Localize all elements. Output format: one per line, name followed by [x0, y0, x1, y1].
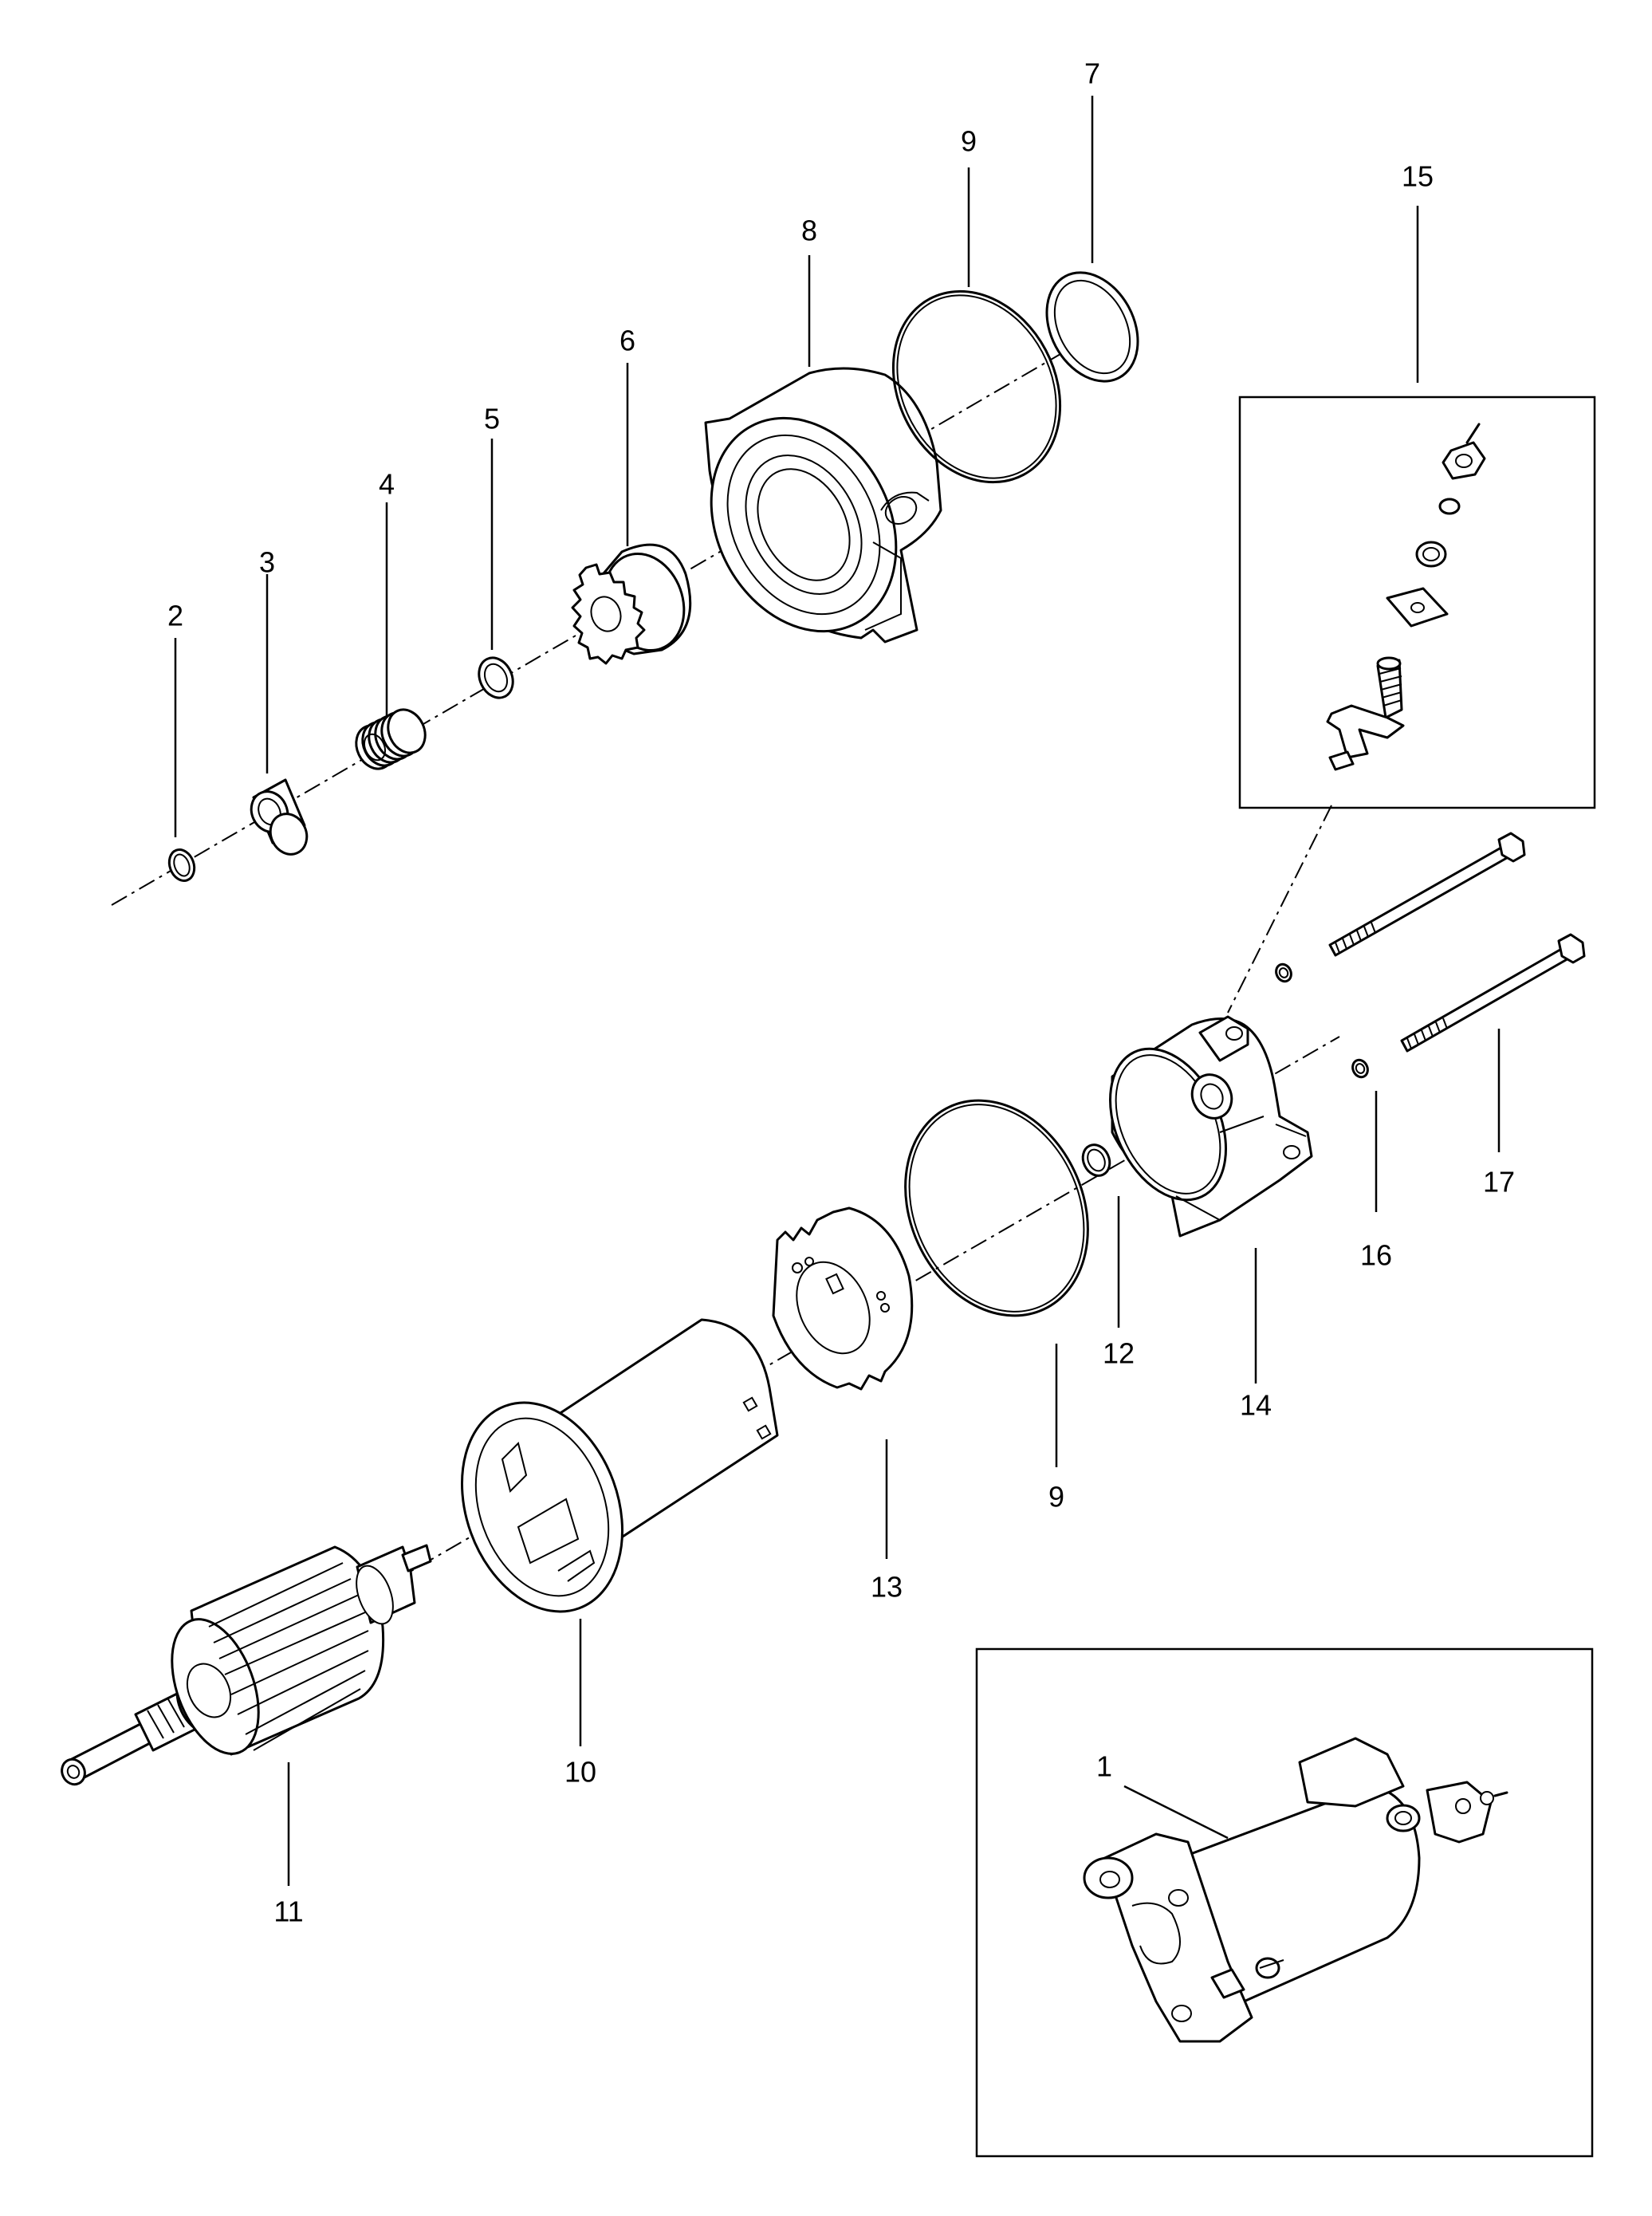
- part-9-o-ring-upper: [891, 289, 1062, 484]
- callout-labels: 1 2 3 4 5 6 7 8 9 9 10 11 12 13 14 15 16…: [167, 57, 1515, 1928]
- label-8: 8: [801, 215, 817, 247]
- part-5-washer: [478, 656, 514, 699]
- part-17-through-bolts: [1328, 832, 1586, 1053]
- part-9-o-ring-lower: [904, 1099, 1089, 1317]
- label-16: 16: [1360, 1239, 1392, 1272]
- label-5: 5: [484, 403, 500, 435]
- part-12-washer: [1081, 1143, 1111, 1177]
- part-1-starter-assembly-inset: [975, 1647, 1594, 2158]
- label-10: 10: [564, 1756, 596, 1789]
- label-15: 15: [1402, 160, 1434, 193]
- label-7: 7: [1084, 57, 1100, 90]
- label-9b: 9: [1048, 1481, 1064, 1513]
- part-6-pinion-gear: [571, 543, 692, 665]
- label-13: 13: [871, 1571, 903, 1604]
- label-12: 12: [1103, 1337, 1135, 1370]
- label-1: 1: [1096, 1750, 1112, 1783]
- part-16-washers: [1275, 962, 1369, 1079]
- part-14-end-frame: [1108, 1015, 1313, 1238]
- label-17: 17: [1483, 1166, 1515, 1199]
- part-3-bushing: [250, 778, 309, 856]
- label-2: 2: [167, 600, 183, 632]
- part-4-spring: [355, 708, 427, 770]
- label-11: 11: [273, 1895, 303, 1928]
- part-8-drive-end-housing: [704, 367, 942, 644]
- part-11-armature: [61, 1544, 432, 1786]
- part-10-field-frame: [460, 1318, 779, 1613]
- label-6: 6: [620, 325, 635, 357]
- part-7-washer: [1045, 271, 1139, 383]
- label-4: 4: [379, 468, 395, 501]
- label-14: 14: [1240, 1389, 1272, 1422]
- part-2-snap-ring: [167, 848, 196, 882]
- part-15-terminal-kit-inset: [1238, 396, 1596, 809]
- callout-leaders: [174, 96, 1501, 1886]
- part-13-brush-plate: [772, 1206, 914, 1391]
- label-3: 3: [259, 546, 275, 579]
- label-9a: 9: [961, 125, 977, 158]
